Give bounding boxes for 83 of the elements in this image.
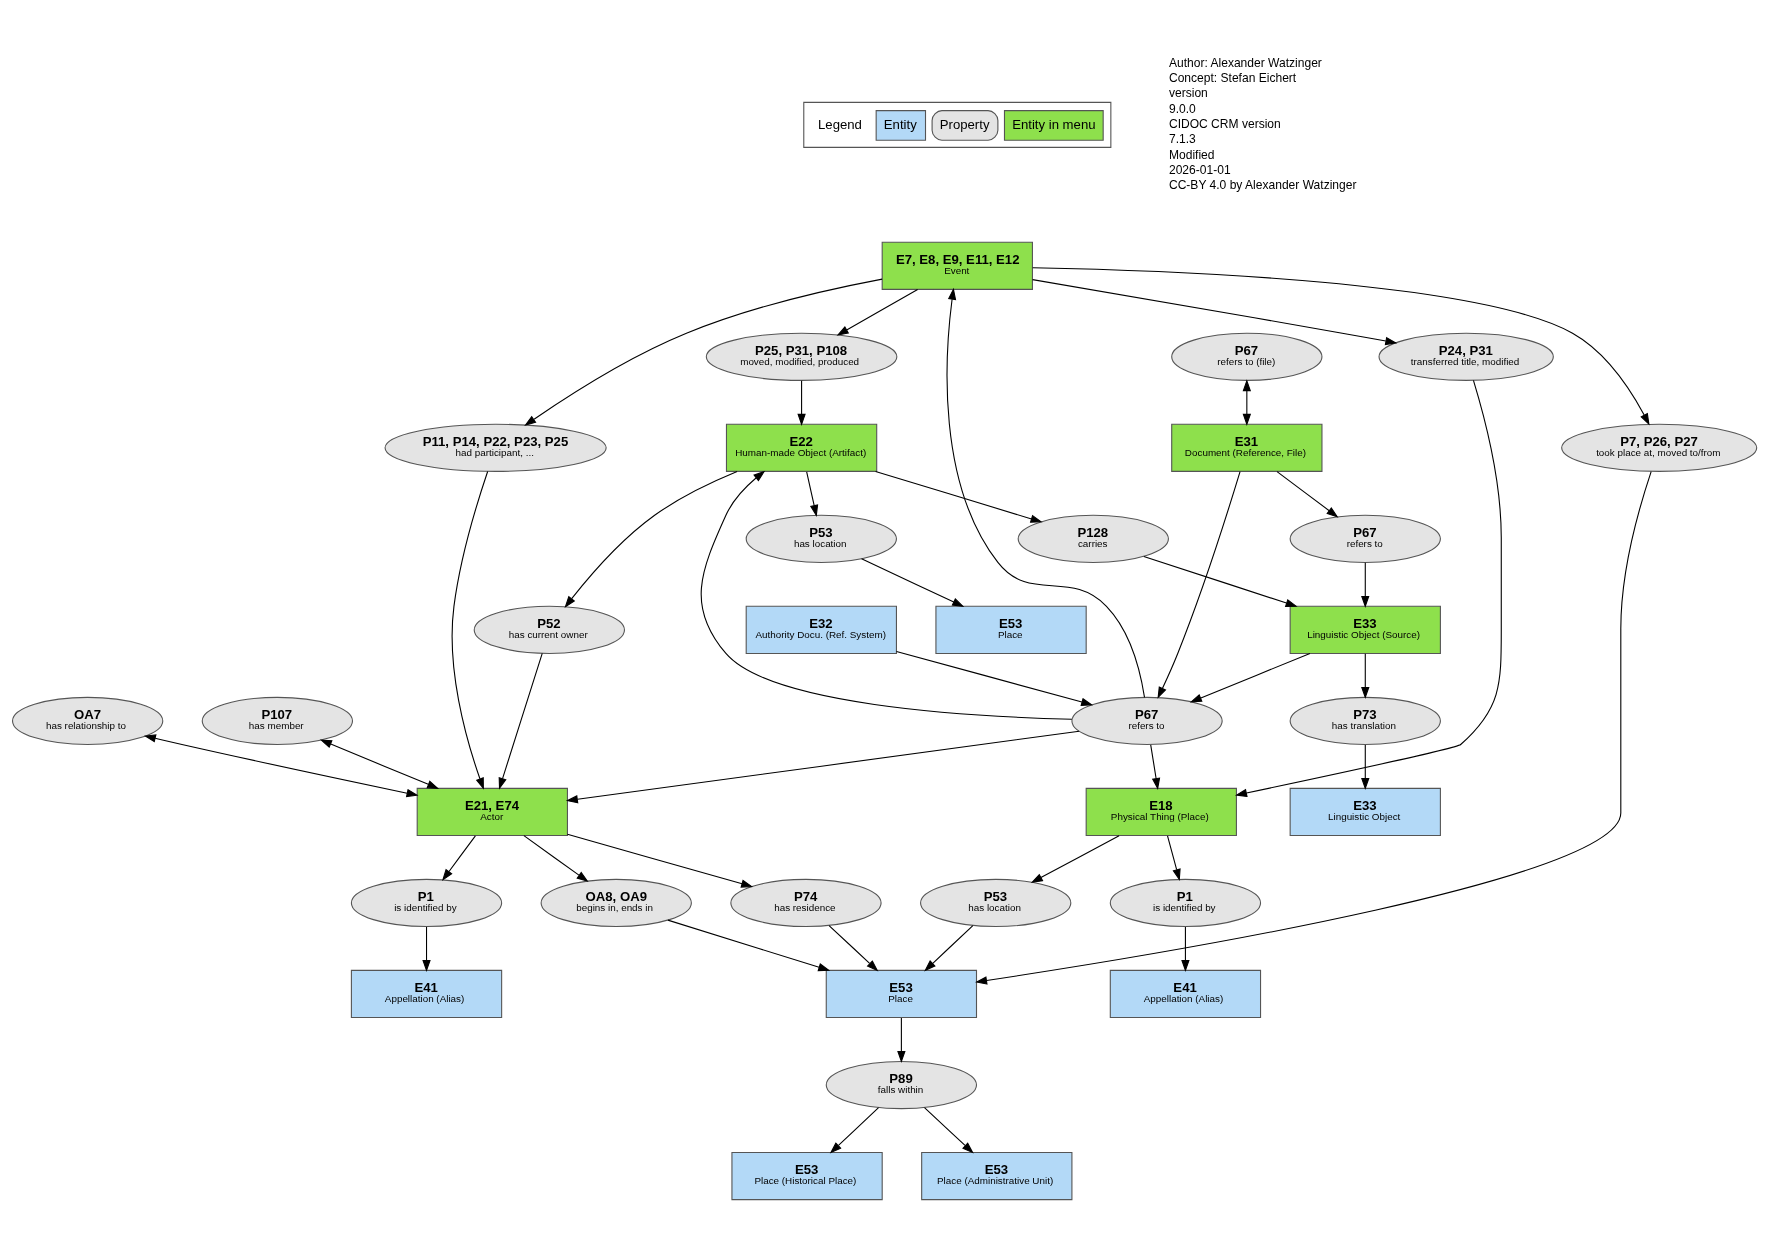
node-box: E33 Linguistic Object [1289,787,1441,837]
node-box: E32 Authority Docu. (Ref. System) [745,605,897,654]
arrow [523,835,589,883]
label: CC-BY 4.0 by Alexander Watzinger [1168,178,1357,193]
label: Modified [1168,147,1215,162]
node-ellipse: P53 has location [745,514,897,563]
arrow [667,919,831,972]
node-box: E31 Document (Reference, File) [1171,423,1323,472]
label: 2026-01-01 [1168,163,1231,177]
arrow [1361,744,1370,790]
arrow [836,288,919,336]
arrow [875,470,1043,523]
arrow [1030,835,1120,884]
node-box: E53 Place [825,969,978,1019]
arrow [923,1107,974,1154]
label: 7.1.3 [1168,132,1196,147]
arrow [975,471,1652,985]
node-ellipse: P11, P14, P22, P23, P25 had participant, ... [384,423,607,472]
arrow [829,1107,880,1154]
arrow [1150,744,1161,790]
arrow [700,470,1073,720]
node-box: E7, E8, E9, E11, E12 Event [881,241,1033,290]
node-box: E41 Appellation (Alias) [350,969,503,1019]
legend-label: Entity in menu [1012,116,1096,132]
arrow [1181,926,1190,973]
arrow [1242,379,1252,426]
arrow [946,287,1146,698]
arrow [1361,653,1370,699]
label: Author: Alexander Watzinger [1168,55,1322,70]
arrow [797,380,806,426]
label: Legend [818,116,862,132]
label: CIDOC CRM version [1168,116,1281,131]
arrow [806,471,819,517]
label: Concept: Stefan Eichert [1168,70,1297,85]
node-box: E41 Appellation (Alias) [1109,969,1262,1019]
node-ellipse: P25, P31, P108 moved, modified, produced [705,332,898,381]
arrow [422,926,431,973]
arrow [319,739,440,789]
node-ellipse: P73 has translation [1289,696,1441,746]
node-ellipse: P24, P31 transferred title, modified [1378,332,1554,381]
arrow [861,558,965,607]
arrow [441,835,476,881]
arrow [1032,279,1398,346]
arrow [897,1017,906,1064]
arrow [1143,555,1298,607]
node-ellipse: P1 is identified by [1109,878,1262,928]
node-ellipse: OA8, OA9 begins in, ends in [540,878,692,928]
label: 9.0.0 [1168,101,1196,116]
label: version [1168,86,1208,101]
node-box: E21, E74 Actor [416,787,568,837]
node-ellipse: P67 refers to [1289,514,1441,563]
node-box: E53 Place [935,605,1087,654]
node-ellipse: P67 refers to (file) [1171,332,1323,381]
legend-label: Property [939,116,990,132]
arrow [1189,652,1311,703]
arrow [1361,562,1370,608]
node-box: E22 Human-made Object (Artifact) [725,423,878,472]
node-ellipse: P1 is identified by [350,878,503,928]
arrow [565,730,1080,804]
arrow [1157,471,1241,699]
arrow [566,833,754,888]
arrow [498,652,543,790]
arrow [924,925,974,972]
arrow [895,650,1094,707]
node-ellipse: P7, P26, P27 took place at, moved to/from [1561,423,1758,472]
node-box: E53 Place (Historical Place) [731,1151,883,1201]
node-ellipse: P53 has location [920,878,1072,928]
node-ellipse: P107 has member [201,696,354,746]
node-box: E53 Place (Administrative Unit) [921,1151,1073,1201]
arrow [524,278,883,427]
arrow [143,734,419,798]
legend-label: Entity [883,116,917,132]
arrow [451,470,489,790]
node-ellipse: P52 has current owner [473,605,625,654]
arrow [1235,379,1502,798]
arrow [1032,267,1650,426]
arrow [1276,471,1339,518]
arrow [1166,835,1181,881]
node-box: E33 Linguistic Object (Source) [1289,605,1441,654]
node-ellipse: P89 falls within [825,1060,978,1110]
node-box: E18 Physical Thing (Place) [1085,787,1237,837]
arrow [564,470,738,608]
arrow [828,925,879,972]
